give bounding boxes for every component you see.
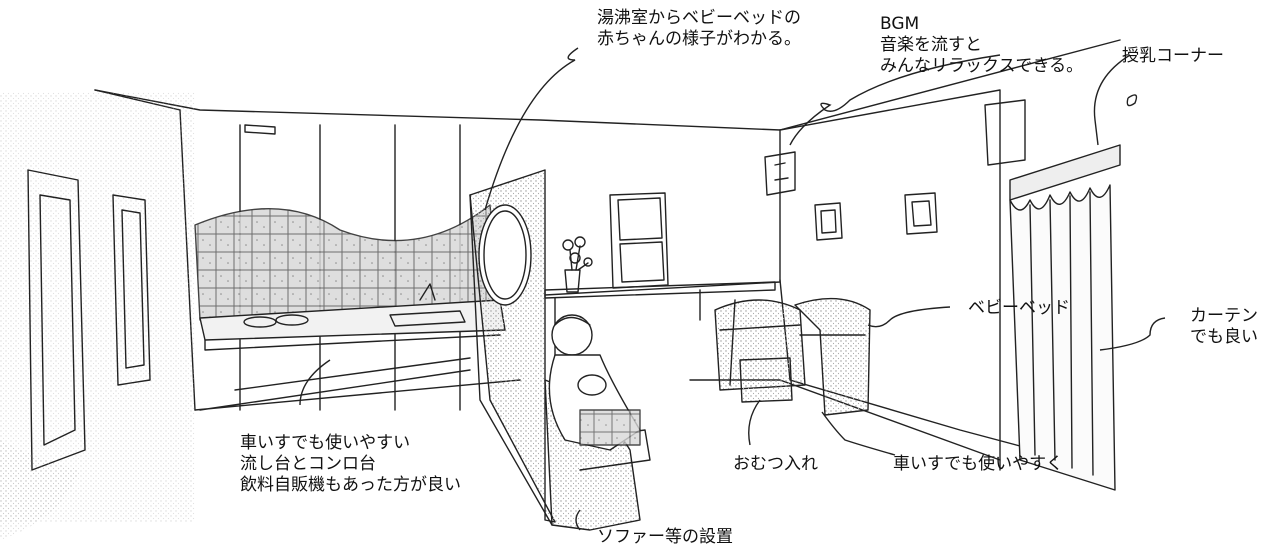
wall-picture <box>904 192 938 235</box>
leader-bgm <box>789 54 1001 146</box>
bgm-speaker <box>764 151 796 196</box>
shelf <box>544 281 776 299</box>
baby-bed <box>794 297 871 416</box>
annotation-sofa: ソファー等の設置 <box>597 527 733 547</box>
mother-head <box>551 314 593 356</box>
annotation-sink: 車いすでも使いやすい 流し台とコンロ台 飲料自販機もあった方が良い <box>240 433 461 495</box>
annotation-water-room: 湯沸室からベビーベッドの 赤ちゃんの様子がわかる。 <box>597 8 801 49</box>
stove-burner <box>275 314 309 326</box>
bag <box>579 409 641 446</box>
leader-nursing <box>1093 54 1131 146</box>
leader-diaper <box>748 399 761 446</box>
leader-sink <box>299 359 331 406</box>
window-frame-left-2 <box>112 194 151 386</box>
diaper-bin <box>739 357 793 403</box>
left-wall-fill <box>0 92 195 522</box>
leader-baby-bed <box>867 306 951 328</box>
floor-line <box>194 369 521 411</box>
leader-water-room <box>484 47 579 211</box>
curtain <box>1009 184 1116 491</box>
stove-burner <box>243 316 277 328</box>
wall-picture <box>814 202 843 241</box>
leader-wheelchair <box>821 411 896 456</box>
annotation-diaper: おむつ入れ <box>733 454 818 474</box>
back-window <box>609 192 669 289</box>
annotation-curtain: カーテン でも良い <box>1190 306 1258 347</box>
wall-cabinet <box>984 99 1026 166</box>
annotation-nursing-corner: 授乳コーナー <box>1122 46 1224 66</box>
leader-nursing-hook <box>1126 94 1138 107</box>
window-frame-left <box>27 169 86 471</box>
annotation-bgm: BGM 音楽を流すと みんなリラックスできる。 <box>880 14 1084 76</box>
curtain-rail <box>1009 144 1121 201</box>
annotation-baby-bed: ベビーベッド <box>968 298 1070 318</box>
baby <box>577 374 607 396</box>
leader-curtain <box>1099 317 1166 351</box>
ceiling-vent <box>244 124 276 135</box>
annotation-wheelchair: 車いすでも使いやすく <box>893 454 1064 474</box>
leader-sofa <box>575 509 581 531</box>
kitchen-sink <box>389 310 466 327</box>
flower-vase <box>564 269 581 293</box>
round-mirror <box>478 204 532 306</box>
